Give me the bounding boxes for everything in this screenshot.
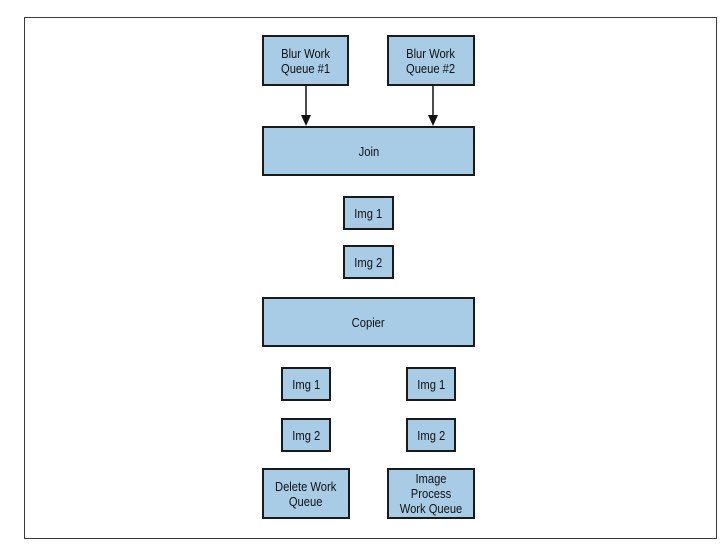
image-process-work-queue-box: Image Process Work Queue [387,468,475,519]
join-img-2-label: Img 2 [354,254,383,270]
join-img-1-box: Img 1 [343,196,394,230]
left-img-1-box: Img 1 [281,367,331,401]
blur-work-queue-1-box: Blur Work Queue #1 [262,35,349,86]
blur-work-queue-1-label: Blur Work Queue #1 [280,45,331,76]
left-img-2-box: Img 2 [281,418,331,452]
blur-work-queue-2-box: Blur Work Queue #2 [387,35,475,86]
right-img-2-label: Img 2 [417,427,445,443]
copier-box: Copier [262,297,475,347]
image-process-work-queue-label: Image Process Work Queue [399,471,463,516]
join-label: Join [358,143,379,159]
left-img-1-label: Img 1 [292,376,320,392]
join-box: Join [262,126,475,176]
delete-work-queue-box: Delete Work Queue [262,468,350,519]
right-img-1-box: Img 1 [406,367,456,401]
join-img-2-box: Img 2 [343,245,394,279]
right-img-2-box: Img 2 [406,418,456,452]
copier-label: Copier [352,314,385,330]
left-img-2-label: Img 2 [292,427,320,443]
delete-work-queue-label: Delete Work Queue [275,478,337,509]
blur-work-queue-2-label: Blur Work Queue #2 [406,45,456,76]
right-img-1-label: Img 1 [417,376,445,392]
join-img-1-label: Img 1 [354,205,383,221]
